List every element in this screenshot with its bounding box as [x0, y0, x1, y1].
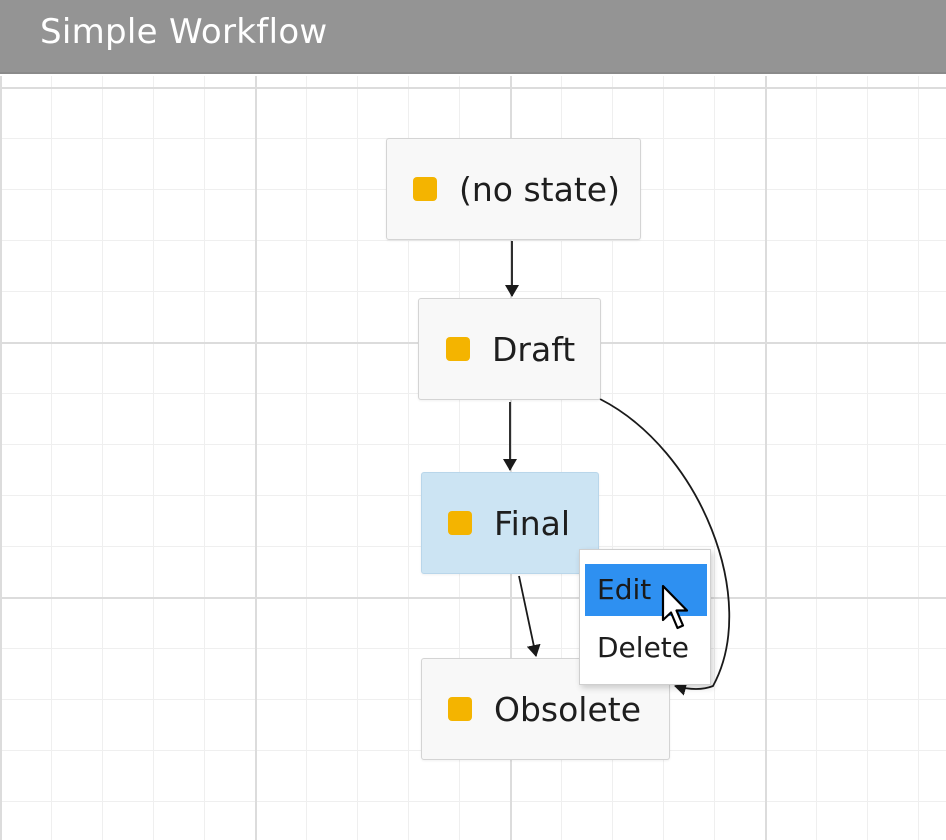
square-marker-icon: [446, 337, 470, 361]
title-bar: Simple Workflow: [0, 0, 946, 74]
state-node-final[interactable]: Final: [421, 472, 599, 574]
square-marker-icon: [413, 177, 437, 201]
window-title: Simple Workflow: [40, 12, 328, 52]
square-marker-icon: [448, 697, 472, 721]
state-label: Draft: [492, 329, 576, 369]
menu-item-edit[interactable]: Edit: [585, 564, 707, 616]
state-label: (no state): [459, 169, 620, 209]
state-node-no-state[interactable]: (no state): [386, 138, 641, 240]
state-node-draft[interactable]: Draft: [418, 298, 601, 400]
state-label: Obsolete: [494, 689, 642, 729]
menu-item-delete[interactable]: Delete: [597, 631, 689, 664]
context-menu: Edit Delete: [579, 549, 711, 685]
square-marker-icon: [448, 511, 472, 535]
mouse-pointer-icon: [661, 584, 689, 630]
state-label: Final: [494, 503, 571, 543]
